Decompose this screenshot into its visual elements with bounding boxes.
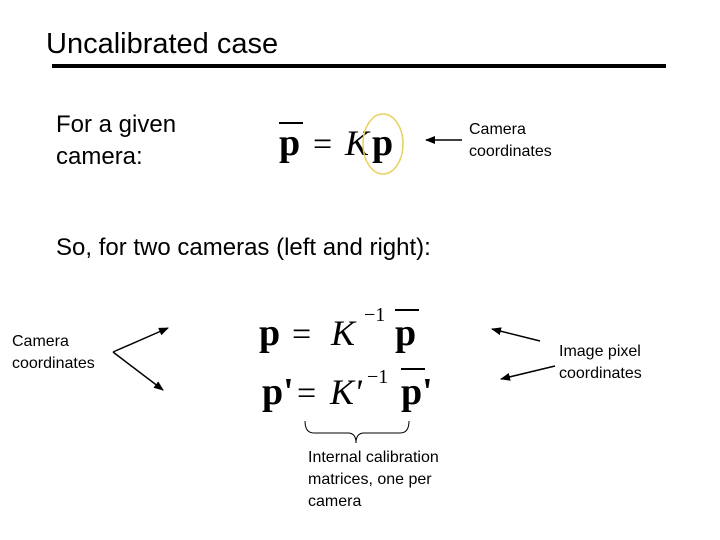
slide-title: Uncalibrated case [46,28,279,60]
eq2-exponent: −1 [367,366,388,388]
camera-coordinates-top-line-1: Camera [469,121,526,138]
arrow-left-lower [112,351,164,391]
calibration-note-line-2: matrices, one per [308,471,432,488]
brace-under-matrices [304,420,410,444]
arrow-left-upper [112,327,169,353]
camera-coordinates-label-top: Camera coordinates [469,119,552,163]
intro-line-1: For a given [56,111,177,138]
eq2-rhs: p' [401,371,433,413]
image-pixel-coordinates-label: Image pixel coordinates [559,341,642,385]
eq1-equals: = [292,316,311,353]
highlight-circle [362,113,404,175]
intro-text: For a given camera: [56,109,176,173]
eq-top-lhs: p [279,122,300,164]
equation-left-camera: p = K −1 p [259,304,419,354]
two-cameras-subtitle: So, for two cameras (left and right): [56,234,431,261]
camera-coordinates-left-line-1: Camera [12,333,69,350]
title-underline [52,64,666,68]
eq2-lhs: p' [262,371,294,413]
camera-coordinates-top-line-2: coordinates [469,143,552,160]
image-pixel-line-1: Image pixel [559,343,641,360]
calibration-note-line-1: Internal calibration [308,449,439,466]
eq-top-rhs: p [372,122,393,164]
eq1-matrix: K [330,313,357,353]
equation-right-camera: p' = K' −1 p' [262,366,433,413]
eq1-lhs: p [259,312,280,354]
eq2-equals: = [297,375,316,412]
arrow-right-lower [500,365,556,381]
eq1-rhs: p [395,312,416,354]
calibration-note-line-3: camera [308,493,362,510]
image-pixel-line-2: coordinates [559,365,642,382]
eq-top-matrix: K [344,123,371,163]
eq2-matrix: K' [329,372,363,412]
intro-line-2: camera: [56,143,143,170]
camera-coordinates-label-left: Camera coordinates [12,331,95,375]
eq1-exponent: −1 [364,304,385,326]
equation-top: p = K p [279,122,393,164]
arrow-right-upper [491,327,541,342]
camera-coordinates-left-line-2: coordinates [12,355,95,372]
calibration-note: Internal calibration matrices, one per c… [308,447,439,513]
eq-top-equals: = [313,126,332,163]
